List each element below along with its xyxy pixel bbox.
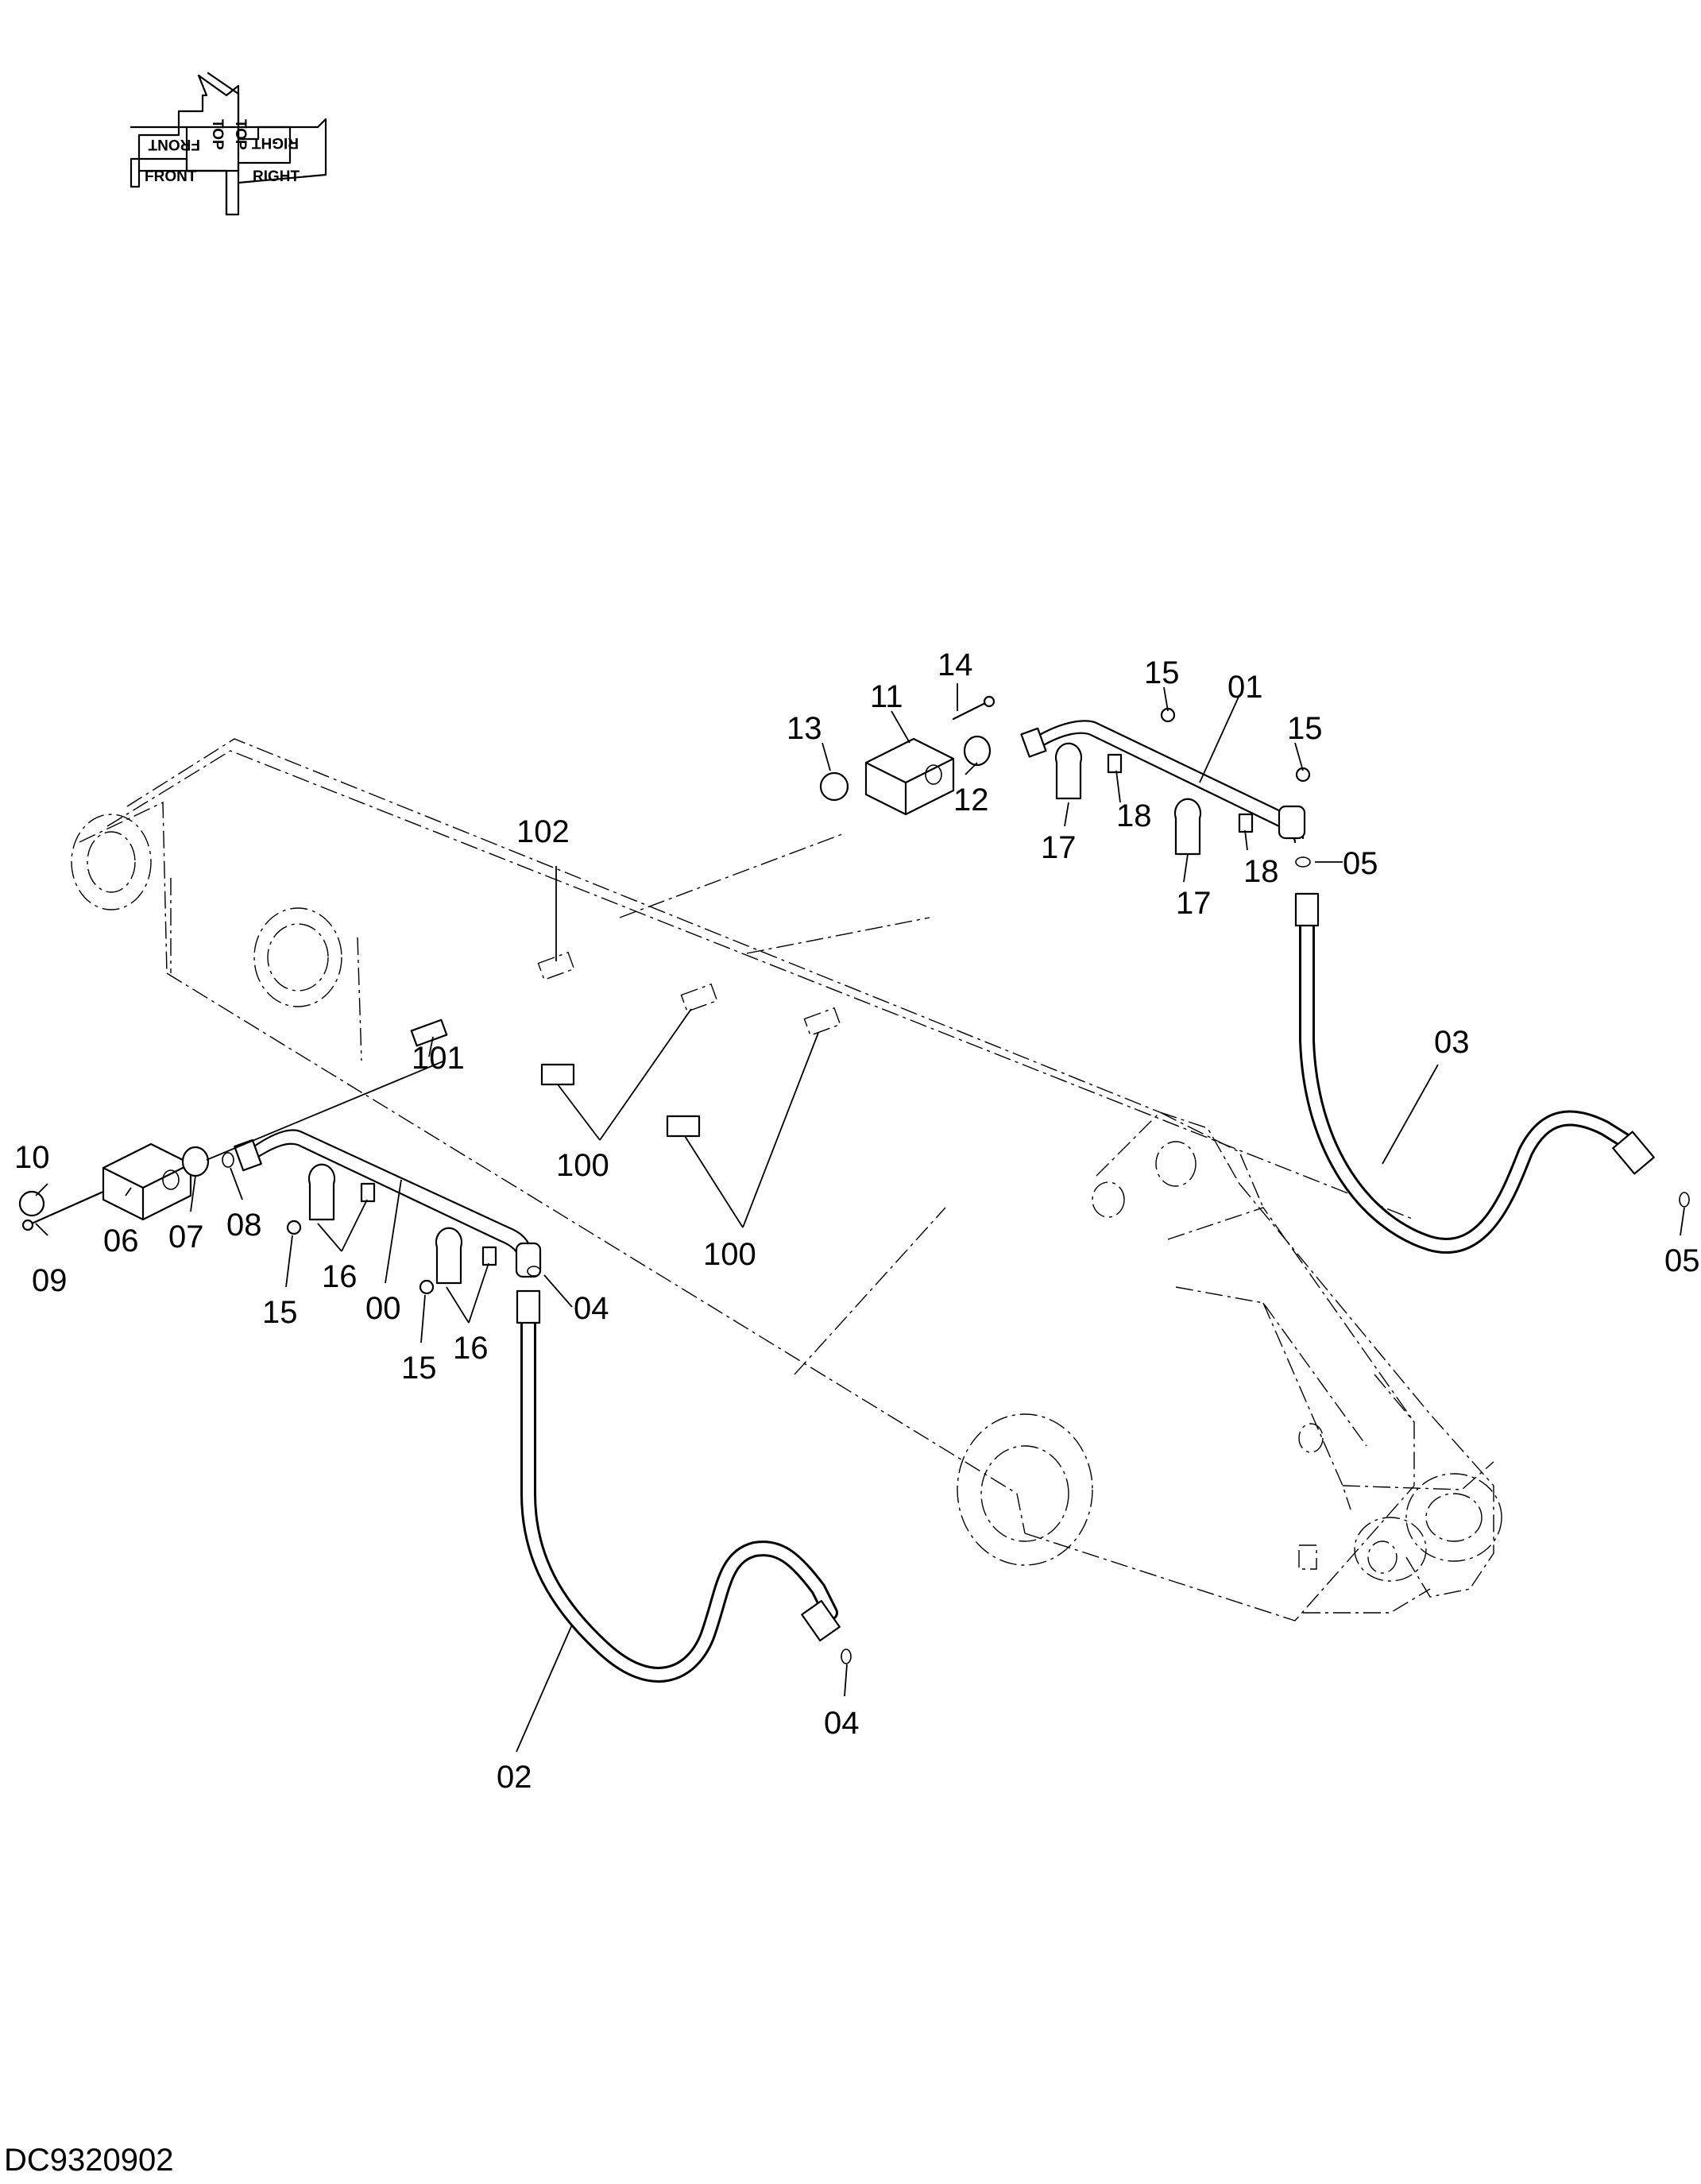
callout-09: 09 xyxy=(32,1263,68,1298)
callout-15-b: 15 xyxy=(1287,711,1323,746)
callout-04-b: 04 xyxy=(824,1706,860,1741)
callout-03: 03 xyxy=(1434,1025,1470,1060)
callout-15-d: 15 xyxy=(401,1351,437,1386)
orientation-right-mirror: RIGHT xyxy=(252,134,300,151)
callout-15-a: 15 xyxy=(1144,655,1180,690)
boom-outline xyxy=(71,738,1502,1622)
leader-lines xyxy=(35,683,1685,1753)
hose-03 xyxy=(1294,856,1690,1254)
callout-01: 01 xyxy=(1227,670,1263,705)
callout-00: 00 xyxy=(365,1291,401,1326)
valve-block-assembly xyxy=(819,695,995,816)
callout-16-a: 16 xyxy=(322,1259,358,1294)
orientation-top: TOP xyxy=(209,119,226,150)
hose-02 xyxy=(516,1266,852,1683)
callout-100-b: 100 xyxy=(703,1237,756,1272)
upper-pipe-assembly xyxy=(1020,720,1306,856)
callout-06: 06 xyxy=(103,1223,139,1258)
callout-15-c: 15 xyxy=(262,1295,298,1330)
lower-pipe-assembly xyxy=(234,1129,542,1285)
small-parts xyxy=(286,707,1311,1295)
callout-12: 12 xyxy=(953,783,989,818)
drawing-code: DC9320902 xyxy=(4,2143,174,2178)
orientation-top-mirror: TOP xyxy=(232,119,249,150)
callout-04-a: 04 xyxy=(574,1291,609,1326)
callout-02: 02 xyxy=(497,1760,532,1795)
orientation-front: FRONT xyxy=(145,168,197,185)
callout-10: 10 xyxy=(14,1140,50,1175)
orientation-arrow-icon xyxy=(130,72,327,216)
callout-labels: 01 15 15 14 11 13 12 17 18 17 18 05 03 0… xyxy=(14,647,1700,1795)
callout-17-a: 17 xyxy=(1041,830,1077,865)
callout-16-b: 16 xyxy=(453,1331,489,1366)
orientation-front-mirror: FRONT xyxy=(148,136,200,153)
lower-valve-block-assembly xyxy=(18,1142,234,1231)
callout-13: 13 xyxy=(787,711,822,746)
callout-18-b: 18 xyxy=(1243,854,1279,889)
callout-08: 08 xyxy=(226,1208,262,1243)
callout-11: 11 xyxy=(870,679,903,714)
orientation-right: RIGHT xyxy=(253,168,300,185)
callout-17-b: 17 xyxy=(1176,886,1212,921)
callout-102: 102 xyxy=(516,814,570,849)
callout-05-b: 05 xyxy=(1664,1243,1700,1278)
callout-18-a: 18 xyxy=(1116,798,1152,833)
callout-100-a: 100 xyxy=(556,1148,609,1183)
callout-101: 101 xyxy=(412,1041,465,1076)
callout-07: 07 xyxy=(168,1220,204,1254)
callout-05-a: 05 xyxy=(1343,846,1378,881)
callout-14: 14 xyxy=(937,647,973,682)
